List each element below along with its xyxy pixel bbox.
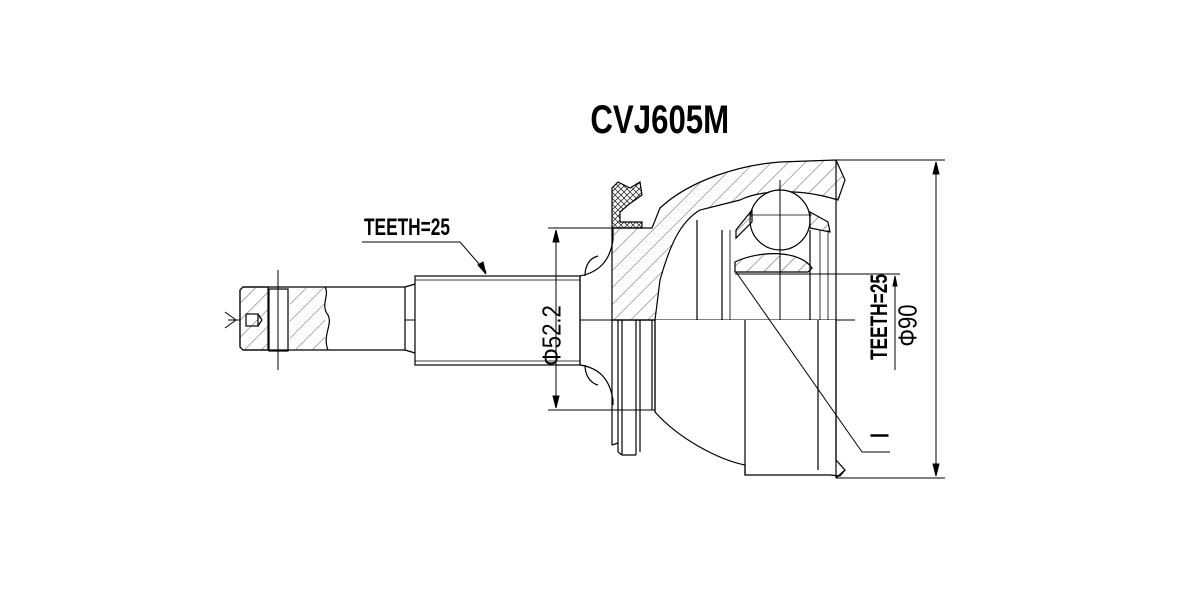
shaft-diameter-label: Φ52.2 (536, 305, 567, 366)
inner-spline-teeth-label: TEETH=25 (866, 274, 893, 360)
outer-spline-teeth-label: TEETH=25 (364, 214, 450, 241)
bell-housing (560, 159, 900, 479)
outer-diameter-label: Φ90 (892, 304, 923, 347)
dimension-lines (362, 159, 945, 479)
part-number-title: CVJ605M (590, 98, 730, 142)
section-marker-label: I (864, 431, 895, 440)
stub-shaft (224, 228, 614, 405)
boot-seal (611, 181, 643, 229)
